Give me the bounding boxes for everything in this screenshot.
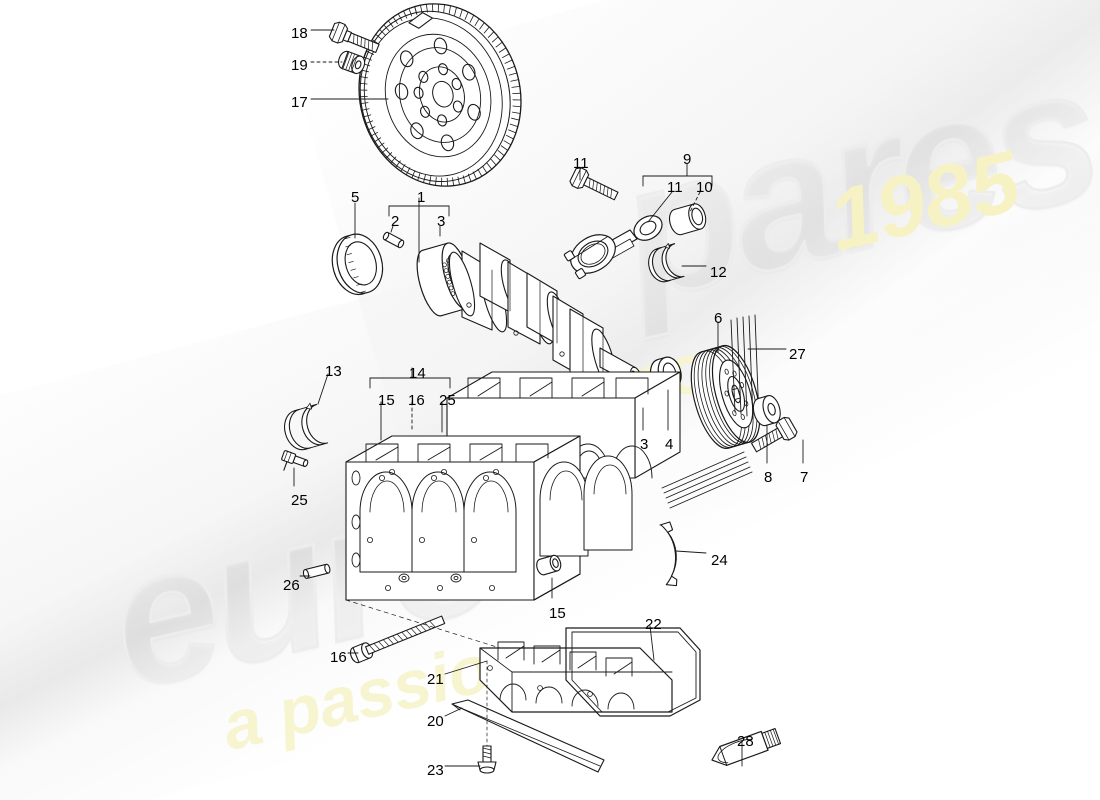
- dowel-sleeve-right-drawing: [536, 554, 562, 576]
- callout-connecting-rod-assembly[interactable]: 9: [683, 151, 692, 168]
- callout-oil-pan-seal[interactable]: 20: [427, 713, 444, 730]
- callout-oil-spray-nozzle[interactable]: 25: [291, 492, 308, 509]
- callout-roll-pin[interactable]: 26: [283, 577, 300, 594]
- callout-woodruff-key[interactable]: 3: [437, 213, 446, 230]
- callout-crankcase-through-bolt[interactable]: 16: [330, 649, 347, 666]
- callout-piston-pin-bushing[interactable]: 10: [696, 179, 713, 196]
- flywheel-drawing: [358, 3, 522, 187]
- callout-crankcase-assembly[interactable]: 14: [409, 365, 426, 382]
- dowel-pin-drawing: [382, 231, 405, 249]
- callout-connecting-rod-bearing[interactable]: 12: [710, 264, 727, 281]
- crankcase-drawing: [345, 371, 681, 601]
- callout-connecting-rod-bolt[interactable]: 11: [573, 155, 589, 172]
- callout-main-bearing-shell[interactable]: 13: [325, 363, 342, 380]
- oil-pan-gasket-drawing: [565, 627, 701, 717]
- thrust-washer-drawing: [659, 521, 678, 587]
- crankcase-through-bolt-drawing: [349, 615, 446, 664]
- callout-flywheel-bolt[interactable]: 18: [291, 25, 308, 42]
- crankshaft-pulley-drawing: [690, 344, 761, 449]
- connecting-rod-bolt-drawing: [569, 167, 619, 201]
- roll-pin-drawing: [302, 563, 331, 579]
- callout-pulley-bolt[interactable]: 7: [800, 469, 809, 486]
- callout-flywheel[interactable]: 17: [291, 94, 308, 111]
- flywheel-bolt-drawing: [328, 21, 380, 53]
- drive-belt-drawing: [661, 314, 760, 509]
- oil-pan-screw-drawing: [477, 745, 497, 774]
- callout-dowel-sleeve[interactable]: 15: [549, 605, 566, 622]
- crankshaft-oil-seal-drawing: [331, 233, 384, 296]
- piston-pin-bushing-drawing: [668, 203, 707, 236]
- callout-oil-pan-gasket[interactable]: 22: [645, 616, 662, 633]
- callout-connecting-rod-bolt[interactable]: 11: [667, 179, 683, 196]
- callout-windage-tray[interactable]: 21: [427, 671, 444, 688]
- callout-flywheel-washer[interactable]: 19: [291, 57, 308, 74]
- callout-oil-pan-screw[interactable]: 23: [427, 762, 444, 779]
- leader-lines: [293, 29, 804, 767]
- pulley-washer-drawing: [752, 395, 781, 427]
- callout-dowel-pin[interactable]: 2: [391, 213, 400, 230]
- connecting-rod-drawing: [563, 215, 663, 280]
- callout-drive-belt[interactable]: 27: [789, 346, 806, 363]
- oil-spray-nozzle-drawing: [281, 450, 309, 471]
- callout-woodruff-key[interactable]: 3: [640, 436, 649, 453]
- crankshaft-drawing: [416, 242, 643, 391]
- callout-dowel-sleeve[interactable]: 15: [378, 392, 395, 409]
- callout-pulley-washer[interactable]: 8: [764, 469, 773, 486]
- callout-sealant-tube[interactable]: 28: [737, 733, 754, 750]
- flywheel-washer-drawing: [338, 50, 366, 75]
- callout-crankcase-through-bolt[interactable]: 16: [408, 392, 425, 409]
- main-bearing-shell-drawing: [284, 402, 329, 451]
- connecting-rod-bearing-drawing: [648, 243, 685, 283]
- callout-thrust-washer[interactable]: 24: [711, 552, 728, 569]
- callout-oil-spray-nozzle[interactable]: 25: [439, 392, 456, 409]
- callout-front-oil-seal[interactable]: 4: [665, 436, 674, 453]
- oil-pan-seal-drawing: [451, 699, 605, 773]
- sealant-tube-drawing: [711, 727, 782, 766]
- callout-crankshaft[interactable]: 1: [417, 189, 426, 206]
- callout-crankshaft-pulley[interactable]: 6: [714, 310, 723, 327]
- callout-crankshaft-oil-seal[interactable]: 5: [351, 189, 360, 206]
- windage-tray-drawing: [479, 641, 673, 713]
